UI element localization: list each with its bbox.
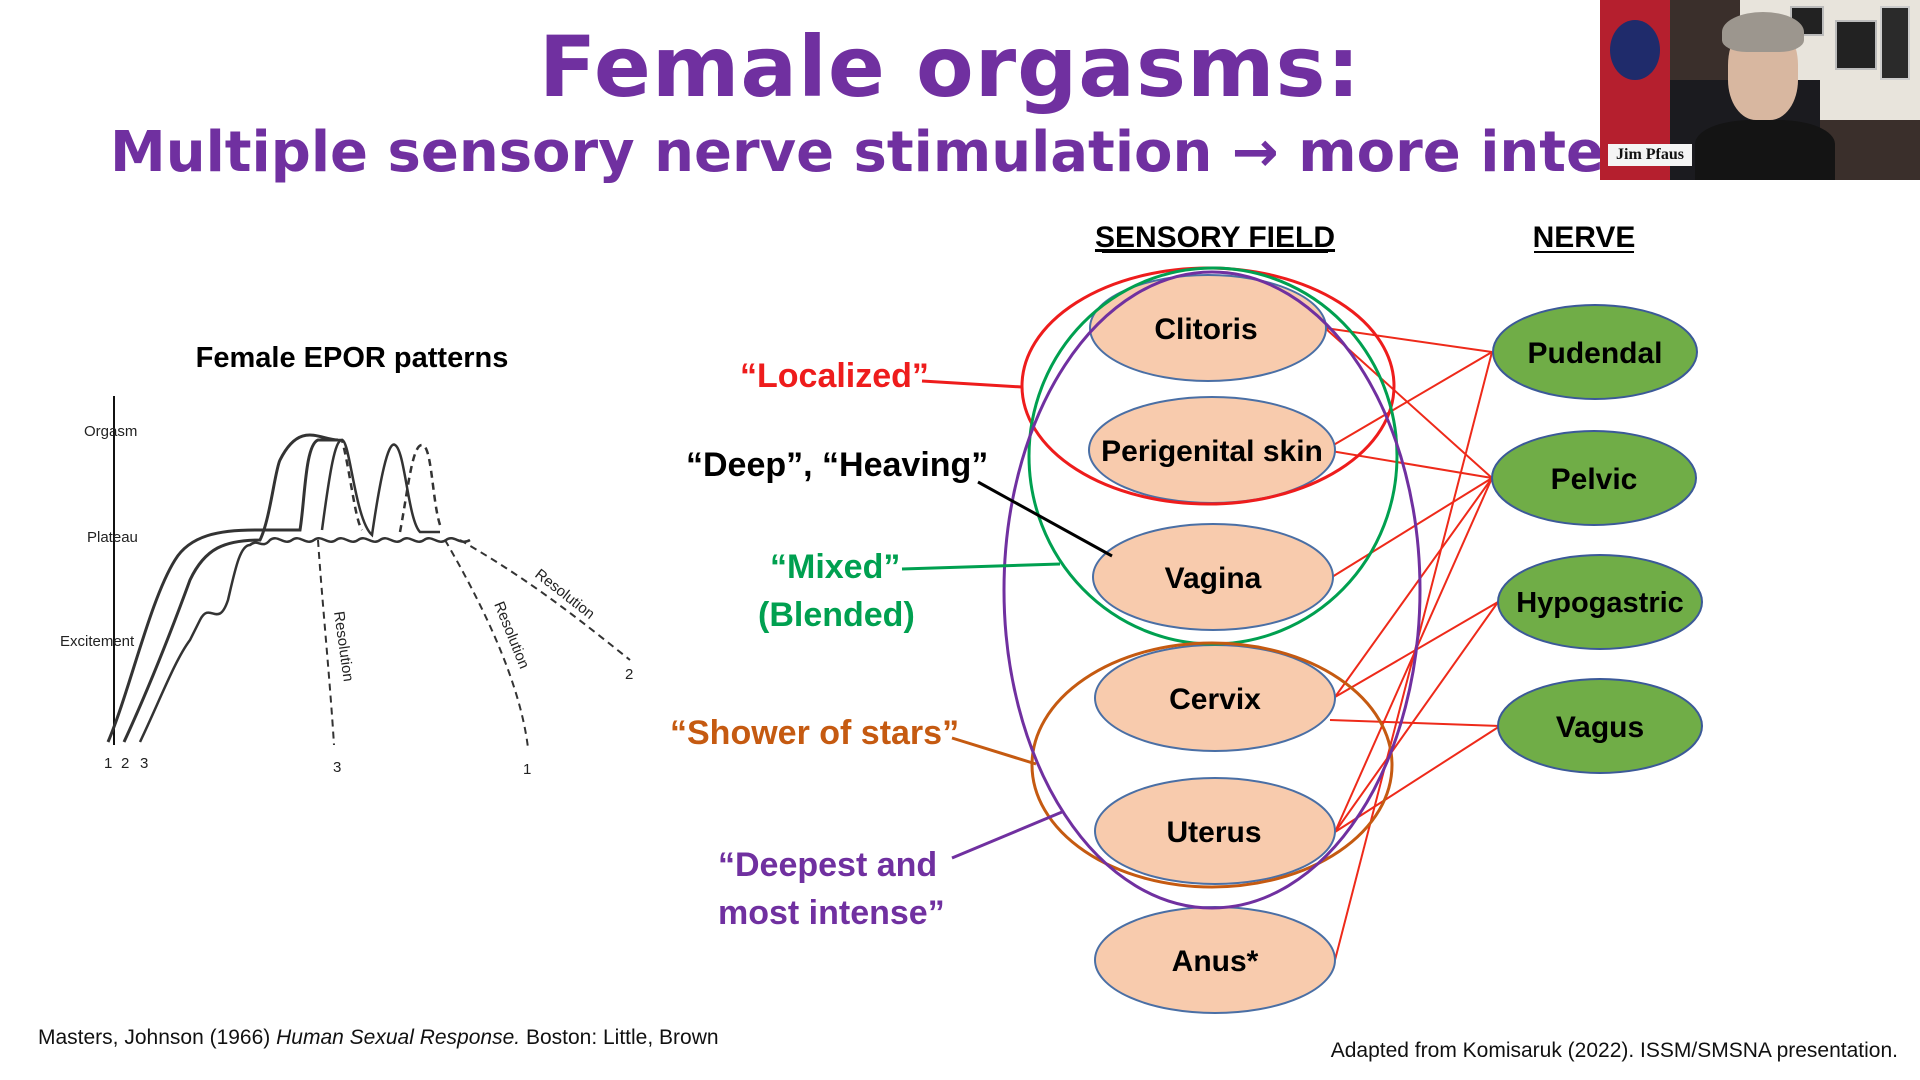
field-cervix-label: Cervix: [1169, 683, 1261, 716]
epor-resolution-label-3: Resolution: [330, 610, 357, 683]
label-blended: (Blended): [758, 596, 915, 634]
connector-skin-pudendal: [1324, 351, 1493, 451]
label-mixed: “Mixed”: [770, 548, 900, 586]
connector-skin-pelvic: [1324, 449, 1493, 479]
slide-title: Female orgasms:: [538, 18, 1362, 116]
connector-uterus-hypogastric: [1334, 601, 1499, 833]
connector-clitoris-pelvic: [1324, 327, 1493, 479]
nerve-hypogastric-label: Hypogastric: [1516, 587, 1684, 619]
epor-resolution-1: [444, 539, 529, 749]
citation-right: Adapted from Komisaruk (2022). ISSM/SMSN…: [1331, 1039, 1898, 1062]
header-nerve: NERVE: [1533, 221, 1636, 254]
epor-label-plateau: Plateau: [87, 529, 138, 546]
epor-curve-1: [106, 438, 338, 743]
nerve-pelvic: [1491, 430, 1697, 526]
video-frame-3: [1880, 6, 1910, 80]
connector-cervix-pelvic: [1334, 477, 1493, 698]
label-deepest-2: most intense”: [718, 894, 945, 932]
label-deepest-1: “Deepest and: [718, 846, 937, 884]
epor-end-1: 1: [523, 761, 531, 778]
video-person-hair: [1722, 12, 1804, 52]
epor-curve-1-dashed: [338, 438, 364, 531]
group-deepest-outline: [1002, 270, 1422, 910]
epor-resolution-3: [317, 539, 335, 746]
pointer-localized: [921, 379, 1023, 389]
slide-subtitle: Multiple sensory nerve stimulation → mor…: [110, 120, 1801, 185]
epor-resolution-2: [459, 539, 631, 661]
epor-title: Female EPOR patterns: [196, 342, 509, 374]
nerve-pudendal: [1492, 304, 1698, 400]
field-perigenital-skin-label: Perigenital skin: [1101, 435, 1323, 468]
epor-chart: Female EPOR patterns Orgasm Plateau Exci…: [60, 342, 633, 778]
epor-curve-3: [138, 537, 471, 743]
pointer-deep-heaving: [977, 480, 1113, 558]
epor-label-orgasm: Orgasm: [84, 423, 137, 440]
epor-curve-2-peaks: [320, 438, 440, 538]
nerve-hypogastric: [1497, 554, 1703, 650]
pointer-mixed: [901, 562, 1061, 571]
pointer-deepest: [951, 810, 1063, 860]
nerve-vagus-label: Vagus: [1556, 711, 1644, 744]
epor-resolution-label-2: Resolution: [532, 566, 598, 623]
epor-start-2: 2: [121, 755, 129, 772]
nerve-pelvic-label: Pelvic: [1551, 463, 1638, 496]
citation-left: Masters, Johnson (1966) Human Sexual Res…: [38, 1026, 719, 1049]
group-shower-outline: [1030, 641, 1394, 889]
connector-uterus-vagus: [1334, 725, 1501, 833]
connector-anus-pudendal: [1334, 351, 1493, 961]
field-uterus-label: Uterus: [1166, 816, 1261, 849]
epor-curve-3-peak: [398, 443, 442, 533]
epor-resolution-label-1: Resolution: [490, 599, 532, 671]
nerve-vagus: [1497, 678, 1703, 774]
label-deep-heaving: “Deep”, “Heaving”: [686, 446, 988, 484]
field-anus-label: Anus*: [1172, 945, 1259, 978]
epor-end-3: 3: [333, 759, 341, 776]
connector-cervix-vagus: [1329, 719, 1501, 727]
header-sensory-field: SENSORY FIELD: [1095, 221, 1335, 254]
participant-video[interactable]: Jim Pfaus: [1600, 0, 1920, 180]
pointer-shower: [951, 736, 1037, 766]
label-shower-of-stars: “Shower of stars”: [670, 714, 959, 752]
connector-lines: [1324, 327, 1501, 961]
epor-curve-2: [122, 433, 339, 743]
video-person-shirt: [1695, 120, 1835, 180]
label-localized: “Localized”: [740, 357, 929, 395]
connector-vagina-pelvic: [1331, 477, 1493, 578]
field-clitoris-label: Clitoris: [1154, 313, 1257, 346]
field-uterus: [1094, 777, 1336, 885]
epor-label-excitement: Excitement: [60, 633, 135, 650]
nerve-pudendal-label: Pudendal: [1527, 337, 1662, 370]
epor-start-1: 1: [104, 755, 112, 772]
epor-start-3: 3: [140, 755, 148, 772]
field-vagina: [1092, 523, 1334, 631]
participant-name-tag: Jim Pfaus: [1608, 144, 1692, 166]
field-clitoris: [1089, 274, 1327, 382]
video-frame-2: [1835, 20, 1877, 70]
video-flag-emblem: [1610, 20, 1660, 80]
field-vagina-label: Vagina: [1165, 562, 1262, 595]
epor-end-2: 2: [625, 666, 633, 683]
